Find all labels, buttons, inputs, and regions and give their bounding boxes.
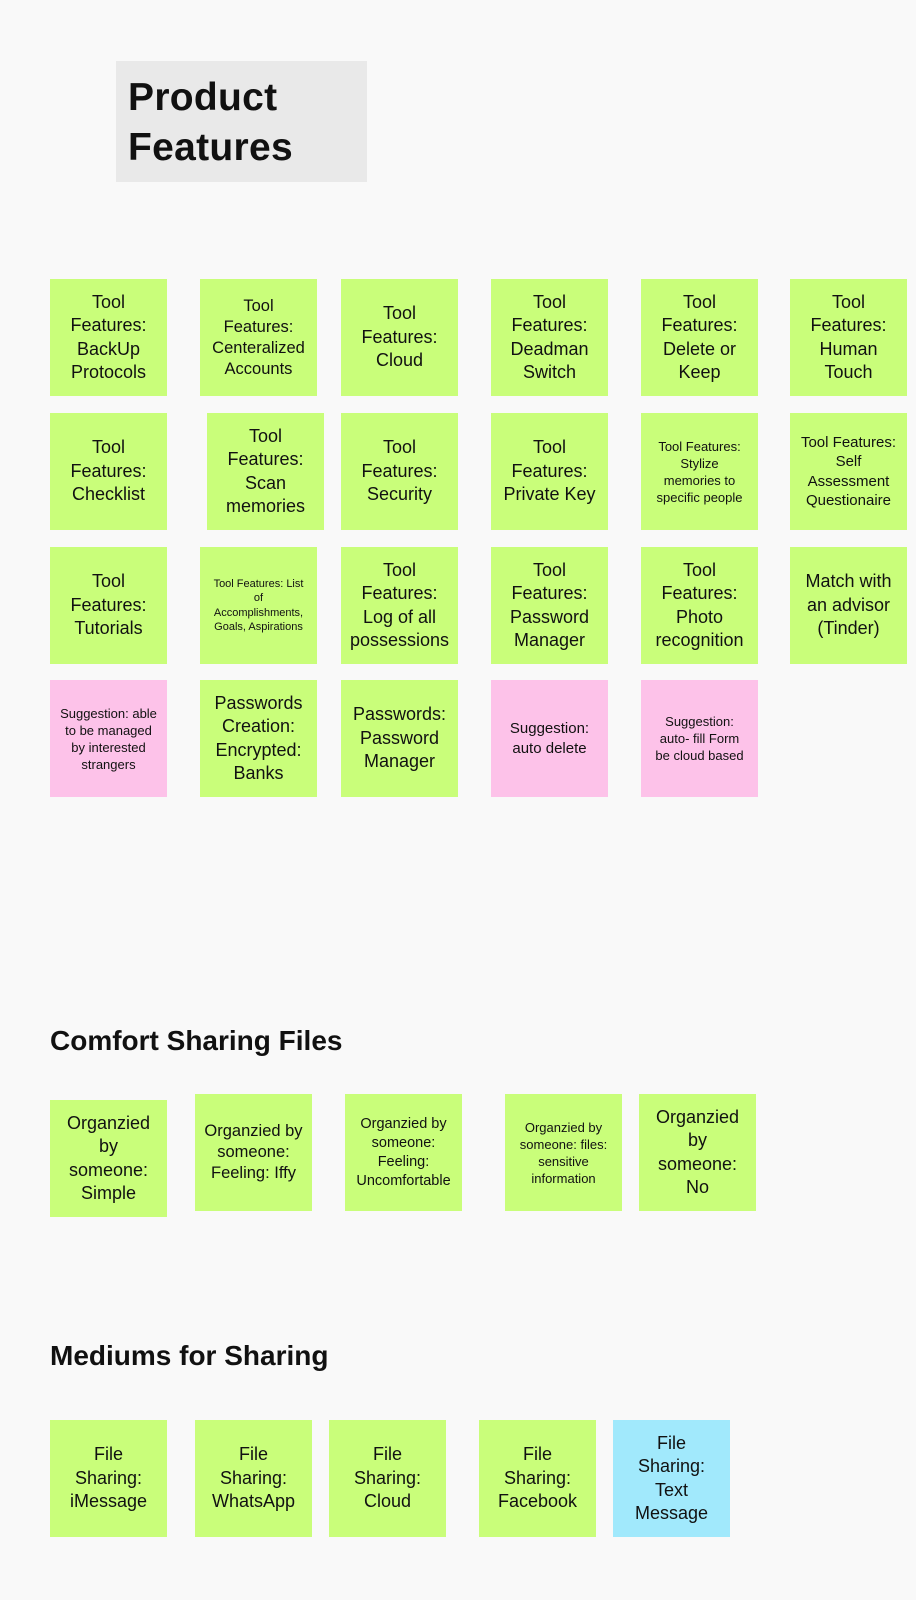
sticky-note-private-key[interactable]: Tool Features: Private Key bbox=[491, 413, 608, 530]
sticky-note-accomplishments[interactable]: Tool Features: List of Accomplishments, … bbox=[200, 547, 317, 664]
sticky-note-imessage[interactable]: File Sharing: iMessage bbox=[50, 1420, 167, 1537]
sticky-note-suggestion-auto-fill[interactable]: Suggestion: auto- fill Form be cloud bas… bbox=[641, 680, 758, 797]
sticky-note-organized-simple[interactable]: Organzied by someone: Simple bbox=[50, 1100, 167, 1217]
sticky-note-backup-protocols[interactable]: Tool Features: BackUp Protocols bbox=[50, 279, 167, 396]
sticky-note-stylize-memories[interactable]: Tool Features: Stylize memories to speci… bbox=[641, 413, 758, 530]
sticky-note-tutorials[interactable]: Tool Features: Tutorials bbox=[50, 547, 167, 664]
sticky-note-cloud[interactable]: Tool Features: Cloud bbox=[341, 279, 458, 396]
sticky-note-security[interactable]: Tool Features: Security bbox=[341, 413, 458, 530]
sticky-note-photo-recognition[interactable]: Tool Features: Photo recognition bbox=[641, 547, 758, 664]
sticky-note-delete-or-keep[interactable]: Tool Features: Delete or Keep bbox=[641, 279, 758, 396]
sticky-note-whatsapp[interactable]: File Sharing: WhatsApp bbox=[195, 1420, 312, 1537]
sticky-note-scan-memories[interactable]: Tool Features: Scan memories bbox=[207, 413, 324, 530]
sticky-note-suggestion-managed-by-strangers[interactable]: Suggestion: able to be managed by intere… bbox=[50, 680, 167, 797]
sticky-note-centeralized-accounts[interactable]: Tool Features: Centeralized Accounts bbox=[200, 279, 317, 396]
sticky-note-suggestion-auto-delete[interactable]: Suggestion: auto delete bbox=[491, 680, 608, 797]
board-title: Product Features bbox=[128, 76, 293, 169]
board-title-card[interactable]: Product Features bbox=[116, 61, 367, 182]
sticky-note-deadman-switch[interactable]: Tool Features: Deadman Switch bbox=[491, 279, 608, 396]
comfort-section-title: Comfort Sharing Files bbox=[50, 1025, 343, 1056]
sticky-note-human-touch[interactable]: Tool Features: Human Touch bbox=[790, 279, 907, 396]
sticky-note-organized-no[interactable]: Organzied by someone: No bbox=[639, 1094, 756, 1211]
sticky-note-passwords-manager[interactable]: Passwords: Password Manager bbox=[341, 680, 458, 797]
sticky-note-password-manager[interactable]: Tool Features: Password Manager bbox=[491, 547, 608, 664]
sticky-note-match-advisor[interactable]: Match with an advisor (Tinder) bbox=[790, 547, 907, 664]
sticky-note-facebook[interactable]: File Sharing: Facebook bbox=[479, 1420, 596, 1537]
sticky-note-organized-uncomfortable[interactable]: Organzied by someone: Feeling: Uncomfort… bbox=[345, 1094, 462, 1211]
mediums-section-title: Mediums for Sharing bbox=[50, 1340, 329, 1371]
sticky-note-self-assessment[interactable]: Tool Features: Self Assessment Questiona… bbox=[790, 413, 907, 530]
sticky-note-organized-iffy[interactable]: Organzied by someone: Feeling: Iffy bbox=[195, 1094, 312, 1211]
sticky-note-organized-sensitive[interactable]: Organzied by someone: files: sensitive i… bbox=[505, 1094, 622, 1211]
sticky-note-passwords-creation[interactable]: Passwords Creation: Encrypted: Banks bbox=[200, 680, 317, 797]
sticky-note-text-message[interactable]: File Sharing: Text Message bbox=[613, 1420, 730, 1537]
sticky-note-checklist[interactable]: Tool Features: Checklist bbox=[50, 413, 167, 530]
sticky-note-cloud-sharing[interactable]: File Sharing: Cloud bbox=[329, 1420, 446, 1537]
sticky-note-log-of-possessions[interactable]: Tool Features: Log of all possessions bbox=[341, 547, 458, 664]
